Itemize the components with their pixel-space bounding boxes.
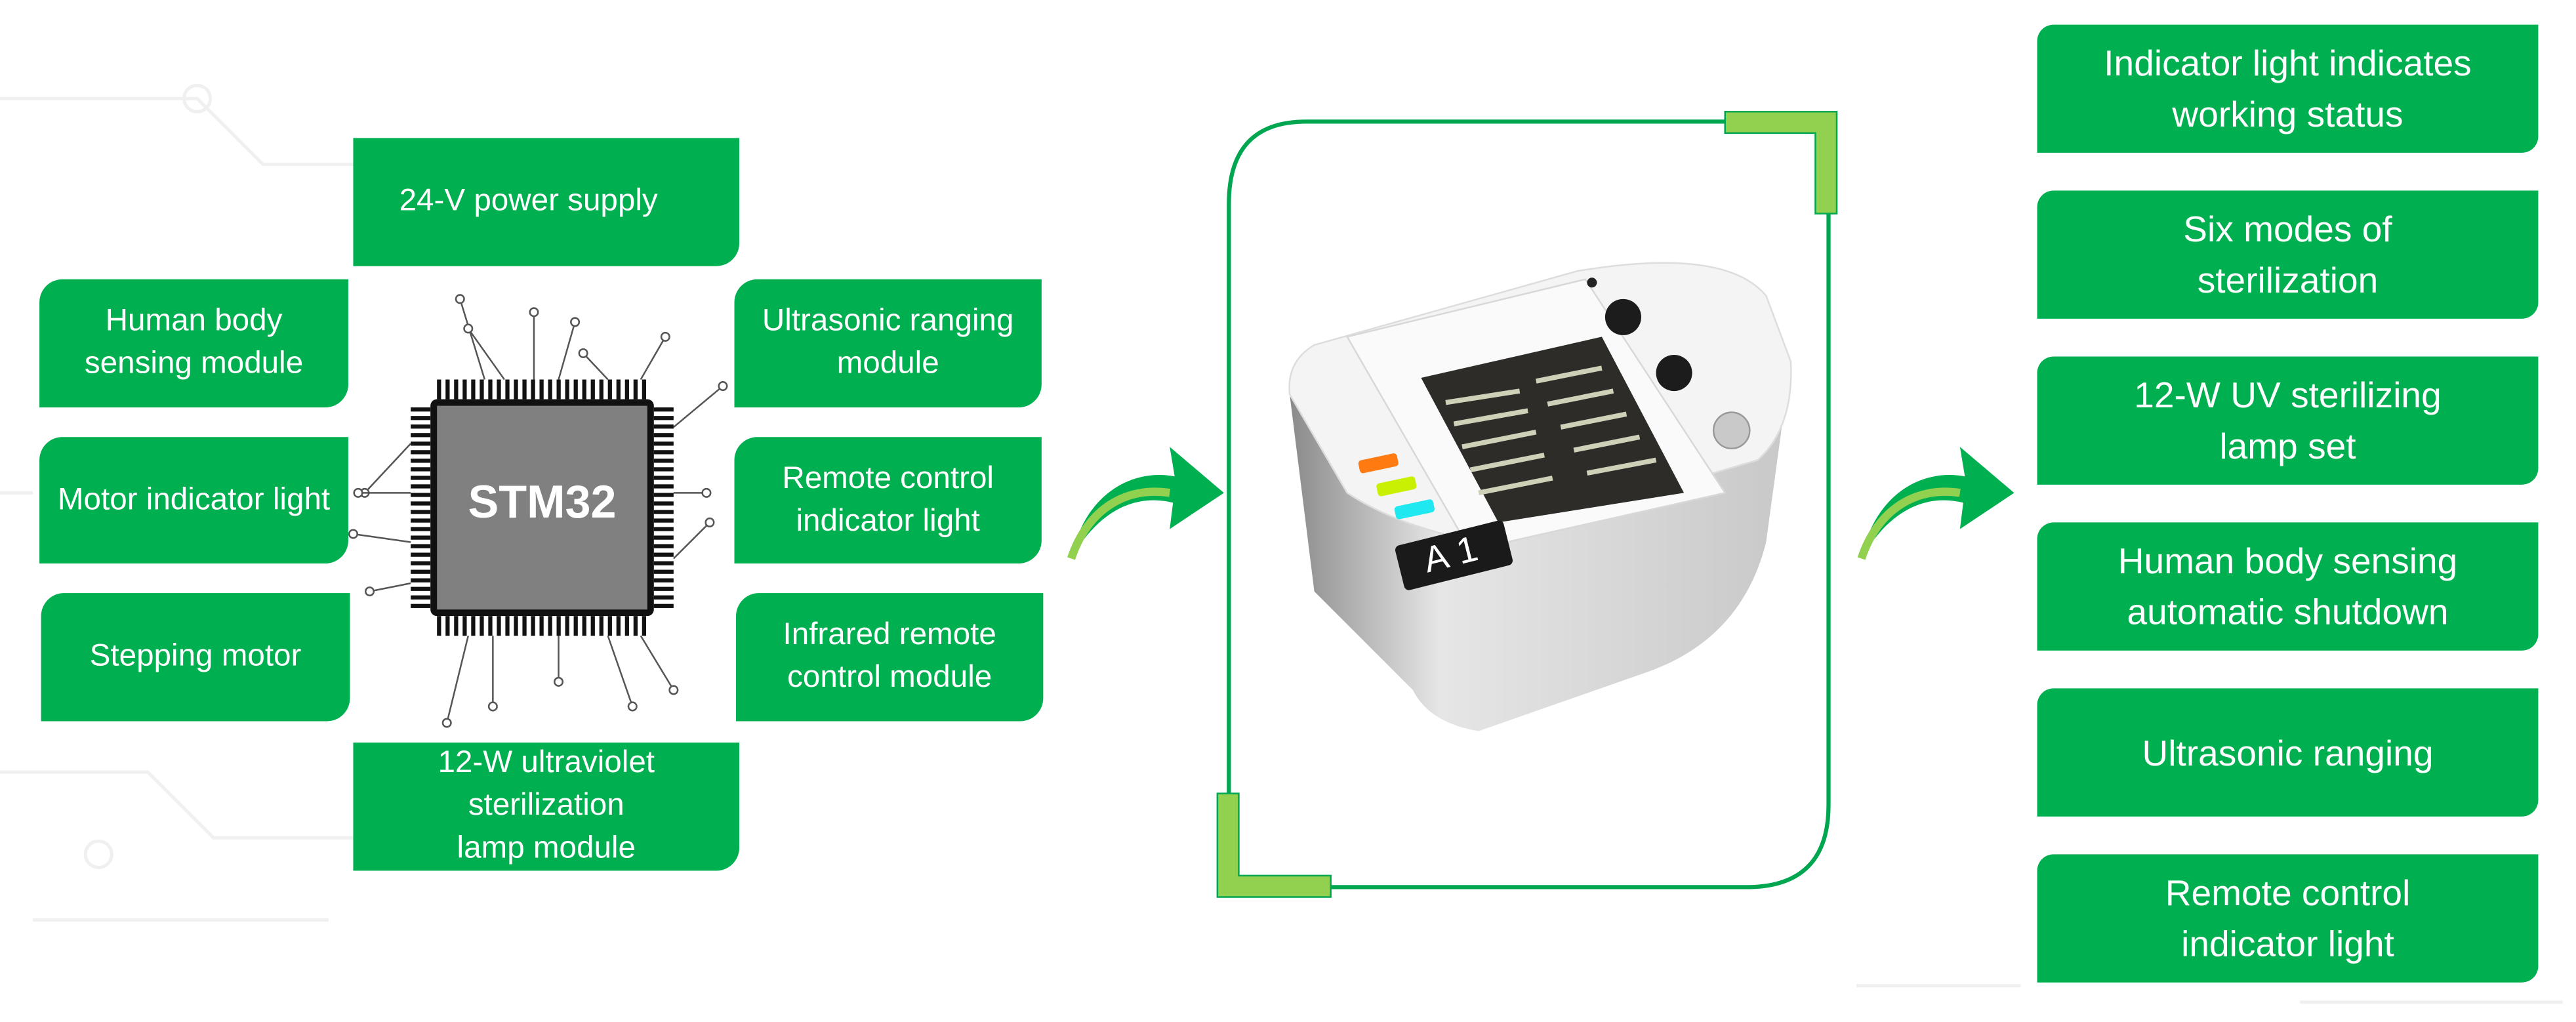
indicator-light-orange: [1358, 453, 1399, 474]
curved-arrow-icon: [1857, 447, 2014, 560]
corner-bracket: [1216, 792, 1332, 898]
module-power-supply: 24-V power supply: [353, 138, 740, 266]
feature-indicator-light: Indicator light indicates working status: [2037, 24, 2539, 153]
feature-six-modes: Six modes of sterilization: [2037, 190, 2539, 319]
module-ultrasonic-ranging: Ultrasonic ranging module: [734, 279, 1042, 408]
feature-remote-control-indicator: Remote control indicator light: [2037, 854, 2539, 983]
curved-arrow-icon: [1067, 447, 1224, 560]
corner-bracket: [1724, 111, 1838, 215]
feature-uv-lamp-set: 12-W UV sterilizing lamp set: [2037, 356, 2539, 485]
module-uv-lamp: 12-W ultraviolet sterilization lamp modu…: [353, 743, 740, 871]
module-infrared-remote: Infrared remote control module: [736, 593, 1044, 722]
chip-body: [437, 405, 647, 610]
uv-sterilizer-device-image: [1288, 262, 1792, 731]
module-remote-control-indicator: Remote control indicator light: [734, 437, 1042, 564]
module-motor-indicator-light: Motor indicator light: [39, 437, 348, 564]
module-human-body-sensing: Human body sensing module: [39, 279, 348, 408]
module-stepping-motor: Stepping motor: [41, 593, 350, 722]
indicator-light-cyan: [1394, 499, 1435, 520]
indicator-light-yellow: [1376, 476, 1417, 497]
feature-ultrasonic-ranging: Ultrasonic ranging: [2037, 688, 2539, 817]
feature-auto-shutdown: Human body sensing automatic shutdown: [2037, 522, 2539, 651]
chip-label: STM32: [468, 476, 617, 527]
